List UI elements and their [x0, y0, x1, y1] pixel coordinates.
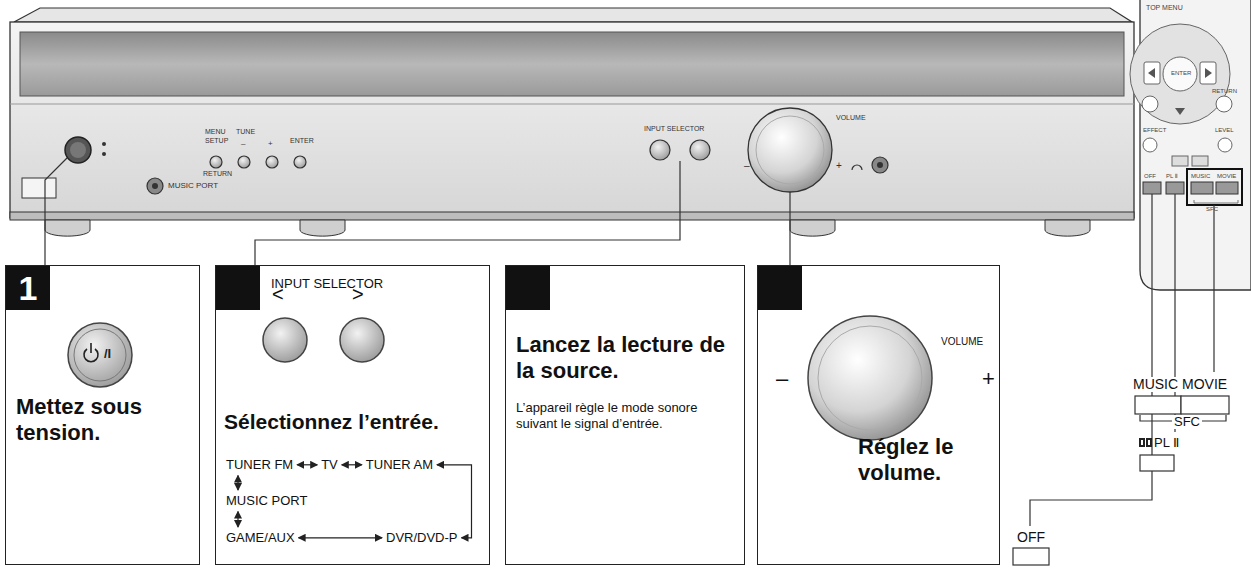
- cycle-arrow: [437, 465, 472, 538]
- part-label: ENTER: [1171, 70, 1191, 77]
- step-text: Réglez le volume.: [858, 434, 993, 487]
- step-box: INPUT SELECTOR Sélectionnez l’entrée. TUNE…: [215, 265, 490, 565]
- input-text: TUNER AM: [364, 456, 435, 474]
- part-label: SFC: [1172, 415, 1202, 429]
- panel-label: INPUT SELECTOR: [271, 276, 383, 292]
- part-label: MUSIC: [1191, 173, 1210, 180]
- part-label: MOVIE: [1217, 173, 1236, 180]
- part-label: TUNE: [236, 128, 255, 136]
- cycle-arrow: [297, 464, 317, 465]
- input-text: GAME/AUX: [224, 529, 297, 547]
- part-label: PL Ⅱ: [1154, 436, 1179, 450]
- part-label: MUSIC MOVIE: [1131, 377, 1229, 392]
- step-box: Lancez la lecture de la source. L’apparei…: [505, 265, 745, 565]
- part-label: +: [982, 367, 995, 391]
- input-name: TV: [319, 456, 340, 474]
- part-label: RETURN: [1212, 88, 1237, 95]
- step-text: Sélectionnez l’entrée.: [224, 409, 486, 434]
- step-number: 1: [6, 266, 50, 310]
- input-name: MUSIC PORT: [224, 492, 309, 510]
- cycle-arrow: [299, 537, 382, 538]
- part-label: +: [268, 140, 273, 149]
- step-box: VOLUME Réglez le volume.: [757, 265, 1000, 565]
- step-tab: [506, 266, 550, 310]
- part-label: +: [836, 160, 842, 171]
- part-label: SFC: [1206, 206, 1218, 213]
- step-tab: [758, 266, 802, 310]
- part-label: MUSIC PORT: [168, 182, 218, 191]
- step-text: Mettez sous tension.: [16, 394, 191, 447]
- step-box: 1Mettez sous tension.: [5, 265, 200, 565]
- part-label: LEVEL: [1215, 127, 1234, 134]
- part-label: RETURN: [203, 170, 232, 178]
- part-label: –: [241, 140, 245, 149]
- cycle-arrow: [237, 512, 238, 527]
- part-label: EFFECT: [1143, 127, 1166, 134]
- panel-label: VOLUME: [941, 336, 983, 348]
- cycle-arrow: [237, 476, 238, 490]
- input-name: TUNER AM: [364, 456, 435, 474]
- input-text: DVR/DVD-P: [384, 529, 460, 547]
- step-text: L’appareil règle le mode sonore suivant …: [516, 400, 736, 431]
- part-label: /I: [104, 347, 111, 361]
- input-text: TUNER FM: [224, 456, 295, 474]
- cycle-arrow: [342, 464, 362, 465]
- part-label: TOP MENU: [1146, 4, 1183, 12]
- part-label: OFF: [1017, 530, 1045, 545]
- part-label: SETUP: [205, 137, 228, 145]
- input-text: MUSIC PORT: [224, 492, 309, 510]
- step-tab: [216, 266, 260, 310]
- step-text: Lancez la lecture de la source.: [516, 332, 736, 385]
- input-text: TV: [319, 456, 340, 474]
- part-label: PL Ⅱ: [1166, 173, 1178, 180]
- part-label: ENTER: [290, 137, 314, 145]
- input-name: TUNER FM: [224, 456, 295, 474]
- part-label: >: [352, 283, 364, 305]
- part-label: VOLUME: [836, 114, 866, 122]
- part-label: <: [272, 283, 284, 305]
- input-name: DVR/DVD-P: [384, 529, 460, 547]
- part-label: –: [744, 160, 750, 171]
- input-name: GAME/AUX: [224, 529, 297, 547]
- part-label: OFF: [1144, 173, 1156, 180]
- part-label: INPUT SELECTOR: [644, 125, 704, 133]
- part-label: –: [776, 367, 788, 391]
- part-label: MENU: [205, 128, 226, 136]
